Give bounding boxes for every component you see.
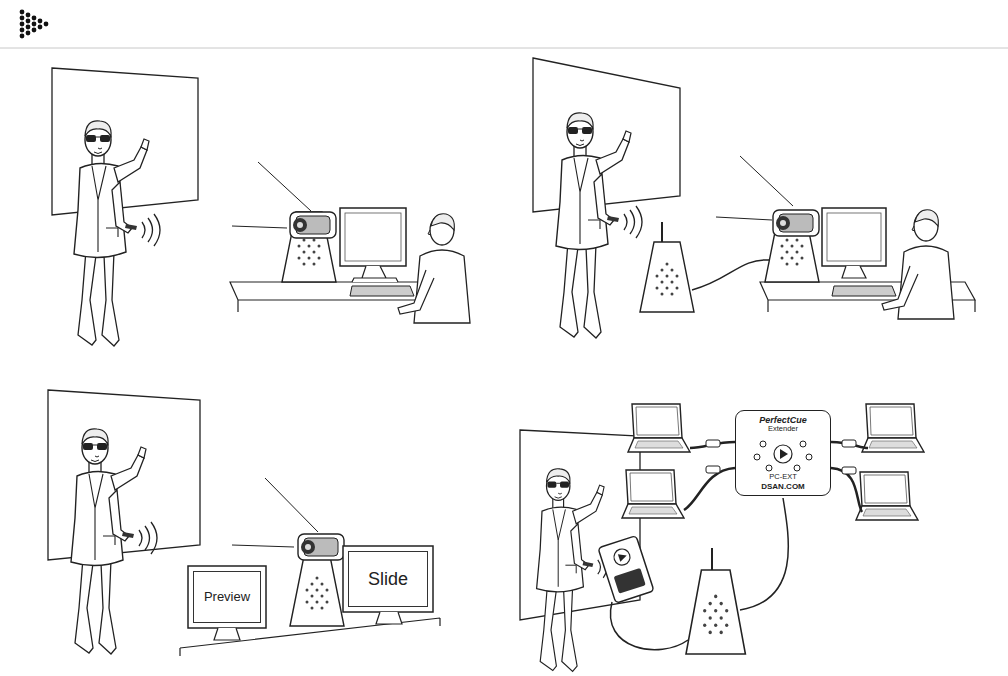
drawing-part xyxy=(822,208,886,266)
drawing-part xyxy=(345,213,401,261)
drawing-part xyxy=(832,286,896,296)
drawing-part xyxy=(831,468,862,512)
drawing-part xyxy=(612,547,632,567)
drawing-part xyxy=(398,214,470,323)
drawing-part xyxy=(862,404,924,452)
node-text: DSAN.COM xyxy=(761,482,805,491)
drawing-part xyxy=(622,470,684,518)
drawing-part xyxy=(26,19,31,24)
drawing-part xyxy=(44,22,49,27)
drawing-part xyxy=(74,121,160,346)
drawing-part xyxy=(842,266,866,278)
drawing-part xyxy=(706,440,856,474)
logo xyxy=(20,10,49,39)
drawing-part xyxy=(71,429,157,654)
drawing-part xyxy=(780,449,788,459)
drawing-part xyxy=(537,469,614,672)
drawing-part xyxy=(350,286,414,296)
drawing-part xyxy=(882,210,954,319)
drawing-part xyxy=(760,441,766,447)
drawing-part xyxy=(38,19,43,24)
drawing-part xyxy=(856,472,918,520)
drawing-part xyxy=(340,208,406,266)
drawing-part xyxy=(754,454,760,460)
node-text: Preview xyxy=(204,590,250,605)
remote-device xyxy=(598,536,654,604)
drawing-part xyxy=(343,546,433,612)
drawing-part xyxy=(806,454,812,460)
monitor-screen: Preview xyxy=(193,571,261,623)
drawing-part xyxy=(20,22,25,27)
drawing-part xyxy=(610,602,688,650)
drawing-part xyxy=(827,213,881,261)
drawing-part xyxy=(282,212,336,282)
drawing-part xyxy=(290,556,344,626)
extender-box: PerfectCueExtenderPC-EXTDSAN.COM xyxy=(735,410,831,496)
drawing-part xyxy=(26,13,31,18)
drawing-part xyxy=(232,162,311,228)
drawing-part xyxy=(26,25,31,30)
node-text: Extender xyxy=(768,425,798,434)
drawing-part xyxy=(232,478,318,547)
drawing-part xyxy=(618,552,628,562)
drawing-part xyxy=(684,442,868,512)
drawing-part xyxy=(20,34,25,39)
node-text: PC-EXT xyxy=(769,473,797,482)
panel-four xyxy=(520,404,924,671)
drawing-part xyxy=(773,210,819,236)
drawing-part xyxy=(38,25,43,30)
drawing-part xyxy=(598,536,654,604)
drawing-part xyxy=(20,28,25,33)
extender-buttons xyxy=(754,441,812,471)
drawing-part xyxy=(32,16,37,21)
drawing-part xyxy=(32,28,37,33)
drawing-part xyxy=(26,31,31,36)
drawing-part xyxy=(20,16,25,21)
drawing-part xyxy=(188,566,266,628)
panel-three xyxy=(48,390,440,656)
drawing-part xyxy=(684,468,735,510)
drawing-part xyxy=(298,534,344,560)
drawing-part xyxy=(706,440,720,447)
panel-one xyxy=(52,68,470,346)
drawing-part xyxy=(842,467,856,474)
drawing-part xyxy=(800,441,806,447)
drawing-part xyxy=(32,22,37,27)
drawing-part xyxy=(352,266,398,282)
drawing-part xyxy=(556,113,642,338)
drawing-part xyxy=(842,440,856,447)
node-text: PerfectCue xyxy=(759,415,807,425)
drawing-part xyxy=(640,242,694,312)
drawing-part xyxy=(692,260,770,290)
drawing-part xyxy=(661,222,663,244)
drawing-part xyxy=(20,10,25,15)
drawing-part xyxy=(740,498,788,610)
drawing-part xyxy=(214,628,240,640)
drawing-part xyxy=(766,465,772,471)
drawing-part xyxy=(376,612,402,624)
header-rule xyxy=(0,48,1008,49)
drawing-part xyxy=(706,466,720,473)
drawing-part xyxy=(686,570,745,654)
drawing-part xyxy=(774,445,792,463)
drawing-part xyxy=(716,156,793,220)
drawing-part xyxy=(628,404,690,452)
drawing-part xyxy=(711,548,713,570)
drawing-part xyxy=(290,212,336,238)
drawing-part xyxy=(52,68,198,215)
drawing-part xyxy=(533,58,680,212)
node-text: Slide xyxy=(368,569,408,590)
panel-two xyxy=(533,58,975,338)
monitor-screen: Slide xyxy=(348,551,428,607)
drawing-part xyxy=(794,465,800,471)
drawing-part xyxy=(614,568,646,594)
